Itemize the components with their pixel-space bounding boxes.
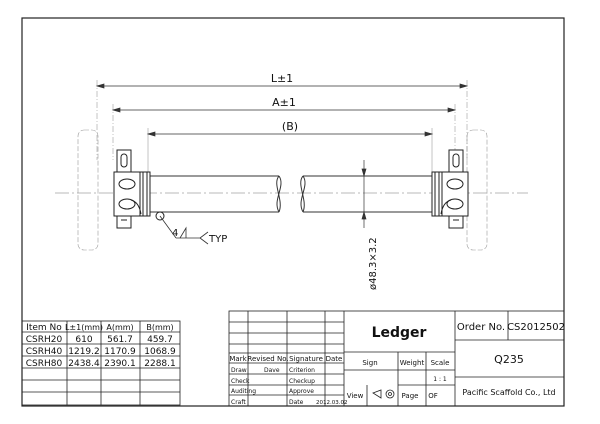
left-standard-phantom bbox=[77, 129, 99, 251]
row-date: Date bbox=[289, 399, 304, 406]
page-label: Page bbox=[402, 392, 419, 400]
label-L: L±1 bbox=[271, 72, 293, 85]
item-header-item: Item No bbox=[26, 323, 62, 333]
rev-header-signature: Signature bbox=[289, 355, 323, 363]
scale-value: 1 : 1 bbox=[433, 376, 447, 383]
rev-header-mark: Mark bbox=[229, 355, 247, 363]
title-block-text: Ledger Order No. CS2012502 Q235 Pacific … bbox=[229, 322, 565, 406]
item-header-l: L±1(mm) bbox=[65, 323, 103, 332]
item-row2-b: 1068.9 bbox=[144, 347, 176, 357]
material: Q235 bbox=[494, 353, 524, 366]
row-check: Check bbox=[231, 378, 250, 385]
rev-header-date: Date bbox=[326, 355, 343, 363]
sign-label: Sign bbox=[362, 359, 377, 367]
item-row2-a: 1170.9 bbox=[104, 347, 136, 357]
projection-icon bbox=[372, 389, 395, 399]
item-row3-l: 2438.4 bbox=[68, 359, 100, 369]
scale-label: Scale bbox=[431, 359, 450, 367]
order-label: Order No. bbox=[457, 322, 505, 333]
dimension-A bbox=[111, 107, 457, 113]
item-header-a: A(mm) bbox=[106, 323, 133, 332]
rev-header-revised: Revised No. bbox=[247, 355, 288, 363]
row-auditing: Auditing bbox=[231, 388, 256, 395]
of-label: OF bbox=[428, 392, 438, 400]
left-end-fitting bbox=[113, 149, 165, 229]
weld-callout bbox=[159, 215, 209, 245]
row-date-value: 2012.03.02 bbox=[316, 400, 348, 406]
label-diameter: ø48.3×3.2 bbox=[368, 237, 379, 290]
row-criterion: Criterion bbox=[289, 367, 315, 374]
dimension-L bbox=[95, 83, 469, 89]
dimension-diameter bbox=[361, 160, 367, 228]
item-row3-b: 2288.1 bbox=[144, 359, 176, 369]
label-B: (B) bbox=[282, 120, 298, 133]
weld-callout-type: TYP bbox=[208, 234, 227, 245]
row-draw-name: Dave bbox=[264, 367, 280, 374]
dimension-B bbox=[146, 131, 434, 137]
item-row2-l: 1219.2 bbox=[68, 347, 100, 357]
item-row3-name: CSRH80 bbox=[26, 359, 63, 369]
item-row3-a: 2390.1 bbox=[104, 359, 136, 369]
item-row1-name: CSRH20 bbox=[26, 335, 63, 345]
row-checkup: Checkup bbox=[289, 378, 315, 385]
ledger-drawing bbox=[55, 80, 528, 251]
item-table bbox=[21, 320, 181, 406]
title-block bbox=[228, 310, 565, 407]
item-row1-a: 561.7 bbox=[107, 335, 133, 345]
row-draw: Draw bbox=[231, 367, 247, 374]
right-end-fitting bbox=[431, 149, 469, 229]
order-number: CS2012502 bbox=[507, 322, 565, 333]
company: Pacific Scaffold Co., Ltd bbox=[462, 388, 555, 397]
item-row1-b: 459.7 bbox=[147, 335, 173, 345]
item-row2-name: CSRH40 bbox=[26, 347, 63, 357]
weld-callout-number: 4 bbox=[172, 228, 178, 239]
item-header-b: B(mm) bbox=[146, 323, 173, 332]
row-craft: Craft bbox=[231, 399, 246, 406]
view-label: View bbox=[347, 392, 364, 400]
row-approve: Approve bbox=[289, 388, 314, 395]
tube bbox=[150, 175, 432, 213]
item-row1-l: 610 bbox=[75, 335, 92, 345]
label-A: A±1 bbox=[272, 96, 296, 109]
right-standard-phantom bbox=[466, 129, 488, 251]
item-table-text: Item No L±1(mm) A(mm) B(mm) CSRH20 610 5… bbox=[26, 323, 176, 369]
weight-label: Weight bbox=[400, 359, 425, 367]
part-name: Ledger bbox=[372, 325, 427, 341]
